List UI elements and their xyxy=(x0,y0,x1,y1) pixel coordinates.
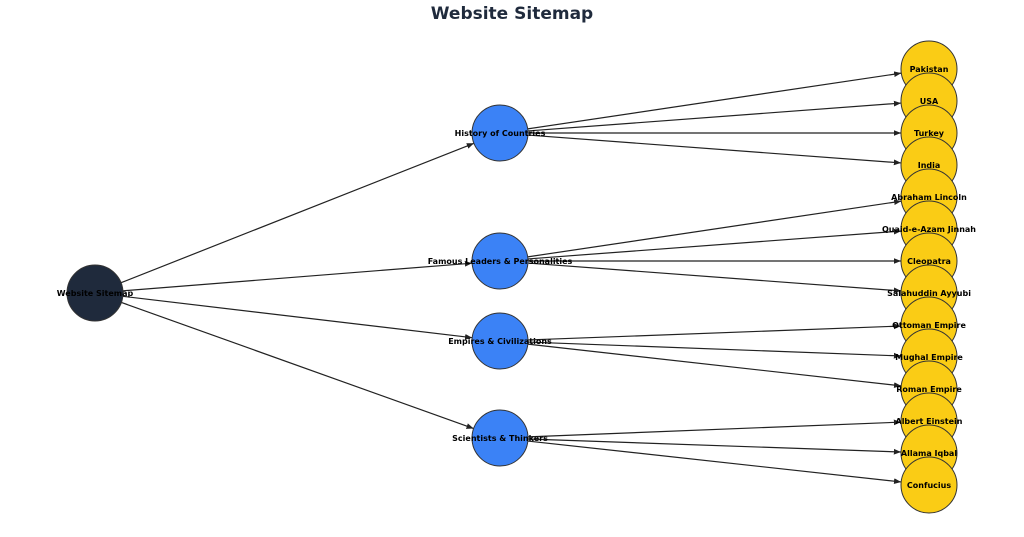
edge-history-of-countries-to-india xyxy=(527,134,902,166)
leaf-node-albert-einstein-label: Albert Einstein xyxy=(896,417,963,426)
category-node-empires-civilizations-label: Empires & Civilizations xyxy=(448,337,552,346)
leaf-node-confucius[interactable]: Confucius xyxy=(900,456,958,514)
diagram-title: Website Sitemap xyxy=(430,4,594,24)
leaf-node-roman-empire-label: Roman Empire xyxy=(896,385,962,394)
leaf-node-mughal-empire-label: Mughal Empire xyxy=(895,353,963,362)
leaf-node-cleopatra-label: Cleopatra xyxy=(907,257,951,266)
edge-famous-leaders-personalities-to-abraham-lincoln xyxy=(527,199,902,258)
category-node-famous-leaders-personalities-label: Famous Leaders & Personalities xyxy=(428,257,573,266)
root-node-label: Website Sitemap xyxy=(57,289,134,298)
edge-scientists-thinkers-to-albert-einstein xyxy=(527,419,902,438)
edge-root-to-history-of-countries xyxy=(120,142,475,284)
leaf-node-usa-label: USA xyxy=(920,97,939,106)
edge-empires-civilizations-to-mughal-empire xyxy=(527,341,902,359)
leaf-node-abraham-lincoln-label: Abraham Lincoln xyxy=(891,193,967,202)
edge-empires-civilizations-to-ottoman-empire xyxy=(527,323,902,341)
category-node-famous-leaders-personalities[interactable]: Famous Leaders & Personalities xyxy=(428,232,573,290)
edge-history-of-countries-to-pakistan xyxy=(527,71,902,130)
edge-root-to-empires-civilizations xyxy=(122,295,473,340)
root-node-circle xyxy=(66,264,124,322)
category-node-history-of-countries-circle xyxy=(471,104,529,162)
leaf-node-pakistan-label: Pakistan xyxy=(910,65,949,74)
edge-root-to-scientists-thinkers xyxy=(121,301,474,430)
leaf-node-confucius-circle xyxy=(900,456,958,514)
leaf-node-quaid-e-azam-jinnah-label: Quaid-e-Azam Jinnah xyxy=(882,225,976,234)
category-node-history-of-countries[interactable]: History of Countries xyxy=(455,104,546,162)
edge-famous-leaders-personalities-to-salahuddin-ayyubi xyxy=(527,262,902,294)
edge-famous-leaders-personalities-to-quaid-e-azam-jinnah xyxy=(527,228,902,260)
leaf-node-india-label: India xyxy=(918,161,941,170)
edge-scientists-thinkers-to-allama-iqbal xyxy=(527,438,902,455)
leaf-node-turkey-label: Turkey xyxy=(914,129,945,138)
root-node[interactable]: Website Sitemap xyxy=(57,264,134,322)
category-node-famous-leaders-personalities-circle xyxy=(471,232,529,290)
edge-root-to-famous-leaders-personalities xyxy=(122,260,473,292)
edge-empires-civilizations-to-roman-empire xyxy=(527,343,902,388)
leaf-node-salahuddin-ayyubi-label: Salahuddin Ayyubi xyxy=(887,289,971,298)
leaf-node-ottoman-empire-label: Ottoman Empire xyxy=(892,321,966,330)
edge-history-of-countries-to-usa xyxy=(527,100,902,132)
leaf-node-confucius-label: Confucius xyxy=(907,481,951,490)
leaf-node-allama-iqbal-label: Allama Iqbal xyxy=(901,449,957,458)
category-node-scientists-thinkers-circle xyxy=(471,409,529,467)
category-node-scientists-thinkers-label: Scientists & Thinkers xyxy=(452,434,548,443)
edges-layer xyxy=(120,71,902,485)
category-node-empires-civilizations[interactable]: Empires & Civilizations xyxy=(448,312,552,370)
edge-scientists-thinkers-to-confucius xyxy=(527,440,902,485)
category-node-history-of-countries-label: History of Countries xyxy=(455,129,546,138)
category-node-empires-civilizations-circle xyxy=(471,312,529,370)
category-node-scientists-thinkers[interactable]: Scientists & Thinkers xyxy=(452,409,548,467)
